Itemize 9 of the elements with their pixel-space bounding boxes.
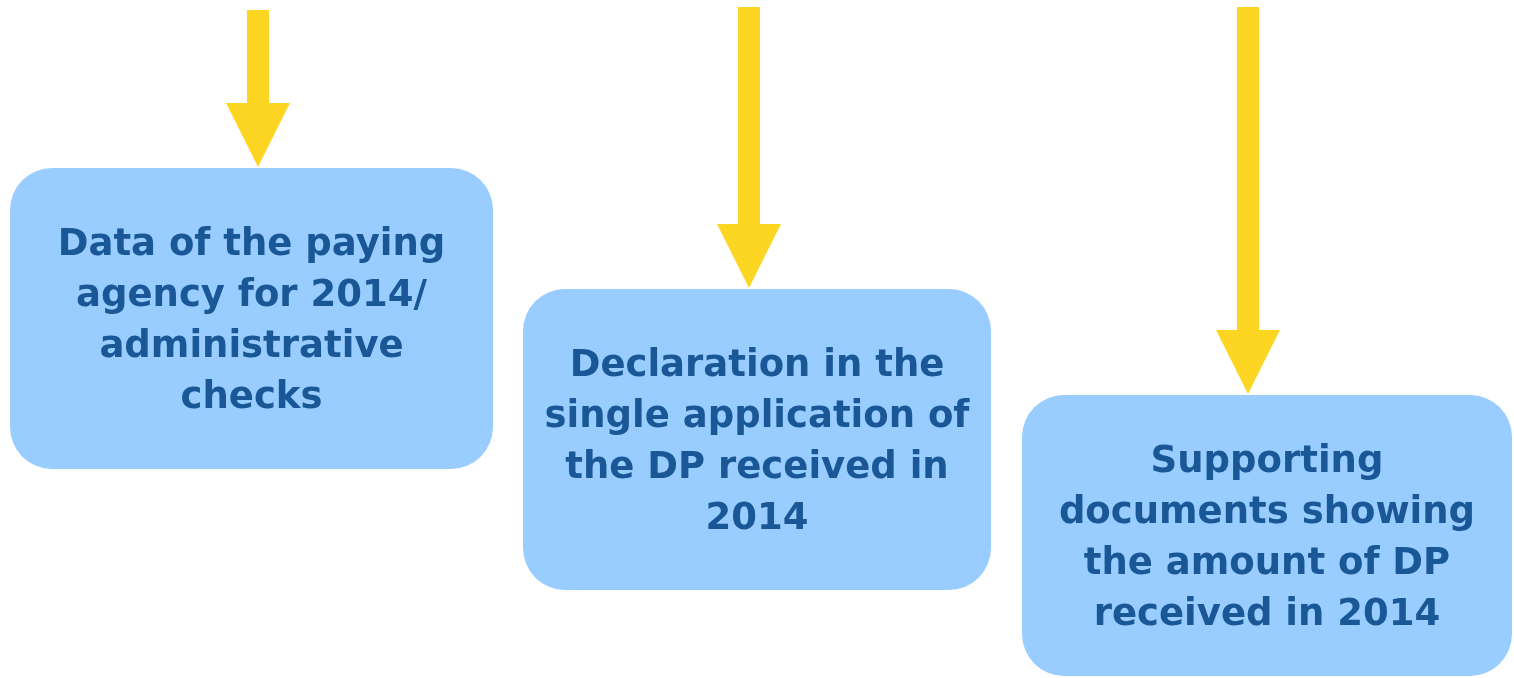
arrow: [226, 10, 290, 167]
box-text: Declaration in the single application of the DP received in 2014: [543, 340, 971, 540]
process-box: [10, 168, 493, 469]
box-text: Supporting documents showing the amount of DP received in 2014: [1057, 436, 1477, 636]
process-box: [523, 289, 991, 590]
arrow: [717, 7, 781, 288]
box-text: Data of the paying agency for 2014/ administrative checks: [56, 219, 447, 419]
process-box: [1022, 395, 1512, 676]
arrow: [1216, 7, 1280, 394]
